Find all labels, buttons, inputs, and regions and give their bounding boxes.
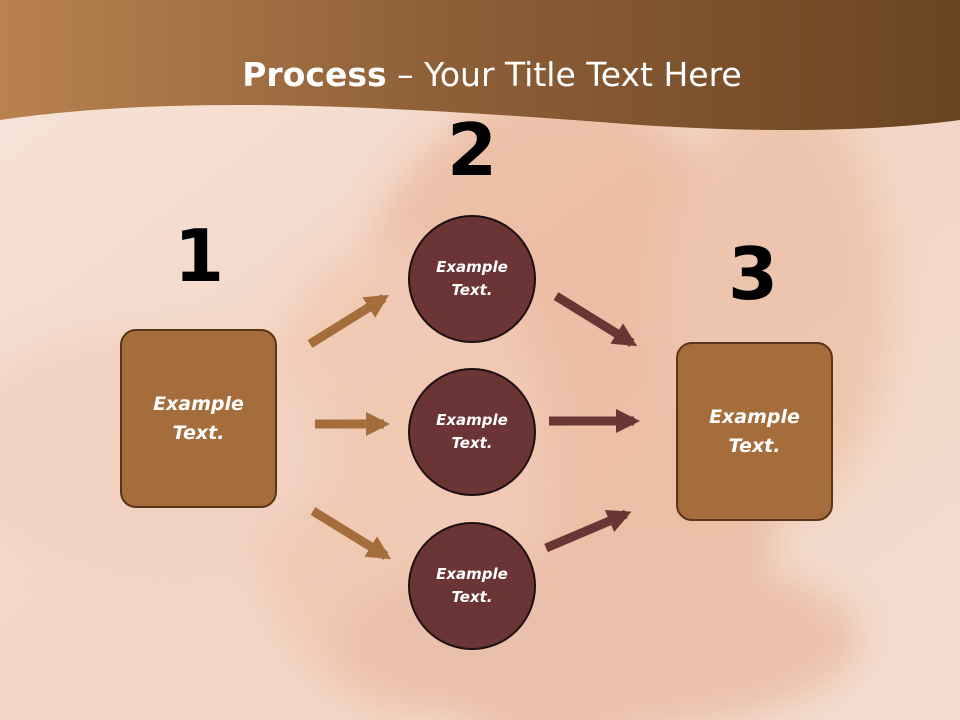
step-2-item-1-label: Example Text. xyxy=(436,258,508,299)
arrow-1-to-2-bottom xyxy=(310,507,392,560)
step-2-circle-bottom: Example Text. xyxy=(408,522,536,650)
step-3-label: Example Text. xyxy=(709,405,800,457)
arrow-2-top-to-3 xyxy=(553,292,638,347)
step-number-1: 1 xyxy=(173,214,225,298)
title-rest: – Your Title Text Here xyxy=(386,55,742,94)
step-3-box: Example Text. xyxy=(676,342,833,521)
arrow-2-bottom-to-3 xyxy=(544,509,632,553)
arrow-1-to-2-top xyxy=(307,294,390,348)
step-number-2: 2 xyxy=(446,108,498,192)
step-number-3: 3 xyxy=(727,232,779,316)
title-bold: Process xyxy=(242,55,387,94)
step-2-item-3-label: Example Text. xyxy=(436,565,508,606)
step-2-item-2-label: Example Text. xyxy=(436,411,508,452)
step-2-circle-top: Example Text. xyxy=(408,215,536,343)
step-1-label: Example Text. xyxy=(153,392,244,444)
step-1-box: Example Text. xyxy=(120,329,277,508)
slide-title: Process – Your Title Text Here xyxy=(0,52,960,98)
step-2-circle-middle: Example Text. xyxy=(408,368,536,496)
